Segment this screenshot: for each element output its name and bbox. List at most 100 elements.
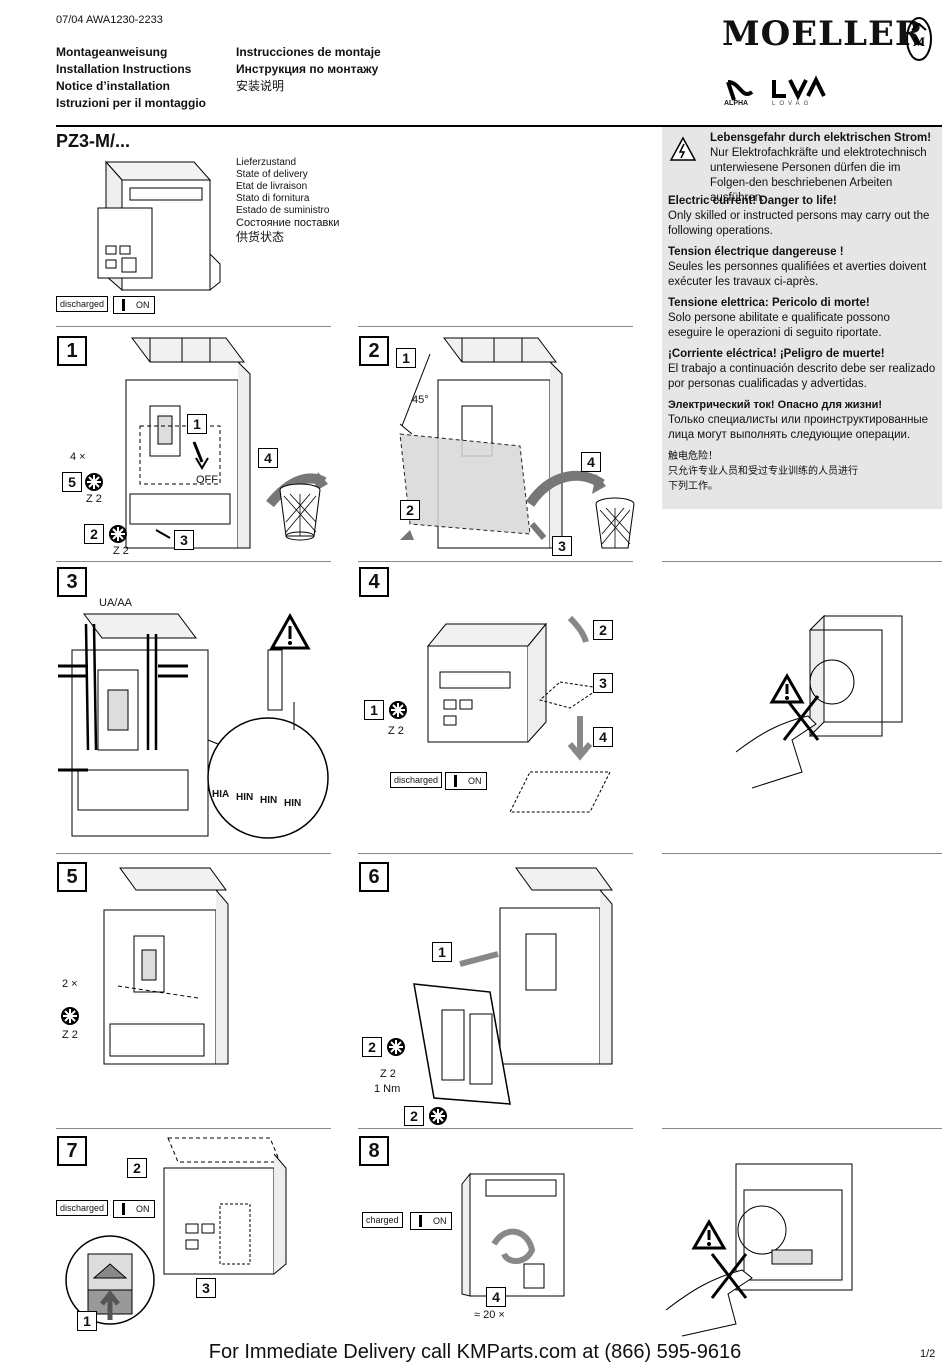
step1-z2-top: Z 2 (86, 493, 102, 505)
waste-bin-icon (595, 497, 635, 549)
warning-title: Tensione elettrica: Pericolo di morte! (668, 297, 870, 309)
step6-illustration (413, 867, 613, 1105)
step5-illustration (103, 867, 229, 1065)
header-line: 安装说明 (236, 79, 285, 93)
divider (56, 561, 331, 562)
state-tag-charged: charged (362, 1212, 403, 1228)
alpha-label: ALPHA (724, 100, 749, 107)
state-tag-discharged: discharged (390, 772, 443, 788)
step-number-8: 8 (359, 1136, 389, 1166)
warning-triangle-icon (269, 612, 311, 650)
aux-contact-hin-2: HIN (260, 795, 278, 806)
delivery-label: Etat de livraison (236, 181, 308, 192)
divider (358, 1128, 633, 1129)
on-indicator: ON (410, 1212, 452, 1230)
doc-ref: 07/04 AWA1230-2233 (56, 14, 163, 26)
divider (358, 853, 633, 854)
step1-callout-5: 5 (62, 472, 82, 492)
step1-callout-1: 1 (187, 414, 207, 434)
step6-callout-1: 1 (432, 942, 452, 962)
warning-title: Lebensgefahr durch elektrischen Strom! (710, 132, 932, 144)
step6-callout-2-bottom: 2 (404, 1106, 424, 1126)
header-languages-2: Instrucciones de montaje Инструкция по м… (236, 44, 381, 95)
header-rule (56, 125, 942, 127)
warning-text: Только специалисты или проинструктирован… (668, 414, 929, 441)
divider (358, 561, 633, 562)
on-label: ON (468, 776, 482, 786)
warning-triangle-icon (691, 1218, 727, 1250)
divider (56, 1128, 331, 1129)
step-number-2: 2 (359, 336, 389, 366)
step6-z2: Z 2 (380, 1068, 396, 1080)
warning-fr: Tension électrique dangereuse ! Seules l… (668, 245, 936, 290)
step2-callout-1: 1 (396, 348, 416, 368)
delivery-label: Estado de suministro (236, 205, 330, 216)
warning-de: Lebensgefahr durch elektrischen Strom! N… (710, 131, 936, 206)
aux-contact-hin-1: HIN (236, 792, 254, 803)
header-line: Instrucciones de montaje (236, 45, 381, 59)
step-number-1: 1 (57, 336, 87, 366)
warning-text: 下列工作。 (668, 481, 718, 492)
warning-triangle-icon (769, 672, 805, 704)
warning-en: Electric current! Danger to life! Only s… (668, 194, 936, 239)
step2-illustration (399, 337, 606, 549)
warning-it: Tensione elettrica: Pericolo di morte! S… (668, 296, 936, 341)
warning-title: Electric current! Danger to life! (668, 195, 837, 207)
step2-callout-4: 4 (581, 452, 601, 472)
divider (662, 561, 942, 562)
divider (358, 326, 633, 327)
step4-z2: Z 2 (388, 725, 404, 737)
step1-illustration (125, 337, 328, 549)
warning-text: Only skilled or instructed persons may c… (668, 210, 930, 237)
step7-illustration (163, 1137, 287, 1275)
footer-contact: For Immediate Delivery call KMParts.com … (208, 1341, 742, 1363)
step-number-5: 5 (57, 862, 87, 892)
warning-ru: Электрический ток! Опасно для жизни! Тол… (668, 398, 936, 443)
header-line: Installation Instructions (56, 62, 192, 76)
step-number-3: 3 (57, 567, 87, 597)
warning-text: El trabajo a continuación descrito debe … (668, 363, 936, 390)
divider (56, 853, 331, 854)
step7-callout-2: 2 (127, 1158, 147, 1178)
delivery-label: State of delivery (236, 169, 308, 180)
hand-warning-illustration (735, 614, 903, 789)
on-label: ON (136, 300, 150, 310)
screwdriver-torx-icon (387, 1038, 405, 1056)
on-bar (419, 1215, 422, 1227)
header-line: Montageanweisung (56, 45, 168, 59)
header-languages-1: Montageanweisung Installation Instructio… (56, 44, 206, 112)
aux-contact-hin-3: HIN (284, 798, 302, 809)
step4-illustration (426, 615, 611, 813)
step2-callout-3: 3 (552, 536, 572, 556)
step7-detail-circle (65, 1235, 155, 1325)
warning-zh: 触电危险！ 只允许专业人员和受过专业训练的人员进行 下列工作。 (668, 449, 936, 494)
on-label: ON (136, 1204, 150, 1214)
step6-torque: 1 Nm (374, 1083, 401, 1095)
alpha-logo-icon (726, 80, 754, 101)
screwdriver-torx-icon (61, 1007, 79, 1025)
step4-callout-4: 4 (593, 727, 613, 747)
on-label: ON (433, 1216, 447, 1226)
step3-illustration (58, 613, 329, 839)
step1-callout-4: 4 (258, 448, 278, 468)
warning-es: ¡Corriente eléctrica! ¡Peligro de muerte… (668, 347, 936, 392)
header-line: Инструкция по монтажу (236, 62, 379, 76)
step5-z2: Z 2 (62, 1029, 78, 1041)
step2-callout-2: 2 (400, 500, 420, 520)
warning-text: 只允许专业人员和受过专业训练的人员进行 (668, 466, 858, 477)
step4-callout-1: 1 (364, 700, 384, 720)
page-number: 1/2 (920, 1348, 936, 1360)
warning-title: ¡Corriente eléctrica! ¡Peligro de muerte… (668, 348, 885, 360)
delivery-label: Состояние поставки (236, 217, 340, 229)
on-bar (122, 1203, 125, 1215)
step2-angle-label: 45° (412, 394, 429, 406)
delivery-label: Stato di fornitura (236, 193, 310, 204)
screwdriver-torx-icon (85, 473, 103, 491)
header-line: Istruzioni per il montaggio (56, 96, 206, 110)
delivery-state-labels: Lieferzustand State of delivery Etat de … (236, 157, 339, 243)
step8-illustration (461, 1172, 565, 1297)
step7-callout-3: 3 (196, 1278, 216, 1298)
on-indicator: ON (113, 1200, 155, 1218)
step-number-6: 6 (359, 862, 389, 892)
state-tag-discharged: discharged (56, 1200, 109, 1216)
